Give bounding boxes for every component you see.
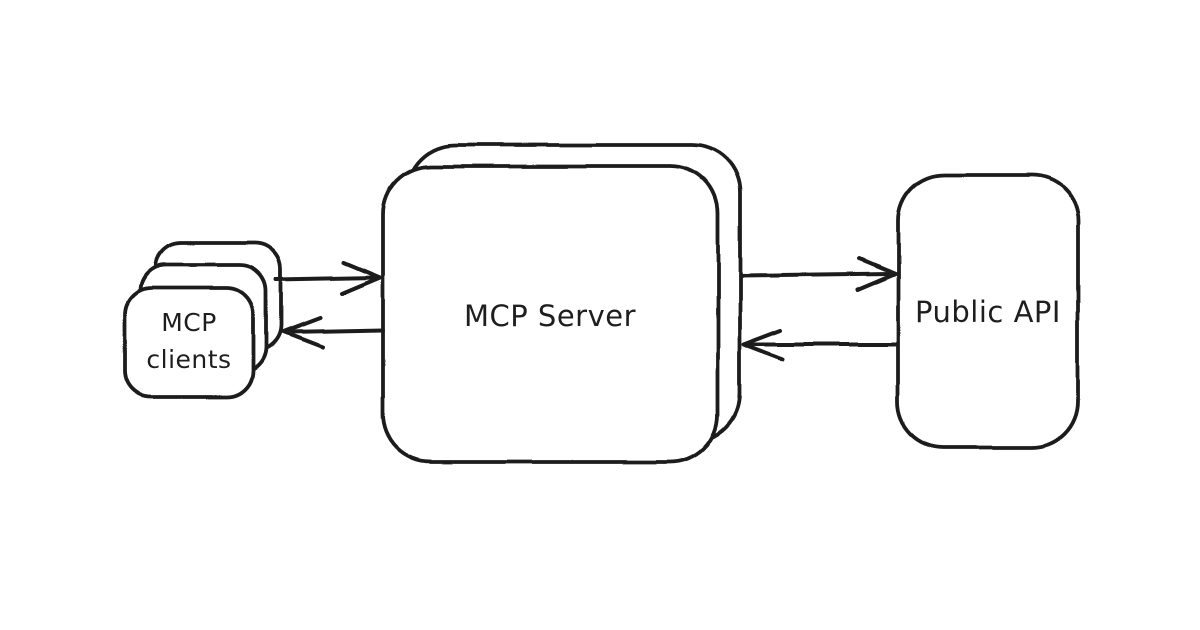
mcp-server-card-front: [381, 164, 720, 464]
arrowhead-right-icon: [340, 260, 382, 295]
node-public-api: [896, 173, 1080, 450]
node-mcp-clients: [123, 241, 283, 399]
diagram-labels: MCP clients MCP Server Public API: [146, 295, 1061, 374]
mcp-clients-label-line1: MCP: [161, 308, 217, 337]
arrow-clients-to-server: [274, 260, 382, 295]
public-api-card: [896, 173, 1080, 450]
diagram-shapes: [123, 143, 1080, 464]
arrowhead-right-icon: [855, 257, 897, 292]
arrow-shaft: [284, 328, 385, 334]
arrow-api-to-server: [742, 328, 897, 361]
public-api-label: Public API: [915, 295, 1061, 329]
arrow-shaft: [739, 272, 893, 278]
node-mcp-server: [381, 143, 742, 464]
arrow-server-to-clients: [281, 316, 385, 349]
arrowhead-left-icon: [281, 316, 324, 349]
arrowhead-left-icon: [742, 328, 785, 361]
arrow-shaft: [274, 275, 379, 281]
arrow-server-to-api: [739, 257, 897, 292]
mcp-server-label: MCP Server: [464, 299, 636, 333]
mcp-clients-card-front: [123, 286, 255, 399]
mcp-clients-label-line2: clients: [146, 345, 231, 374]
